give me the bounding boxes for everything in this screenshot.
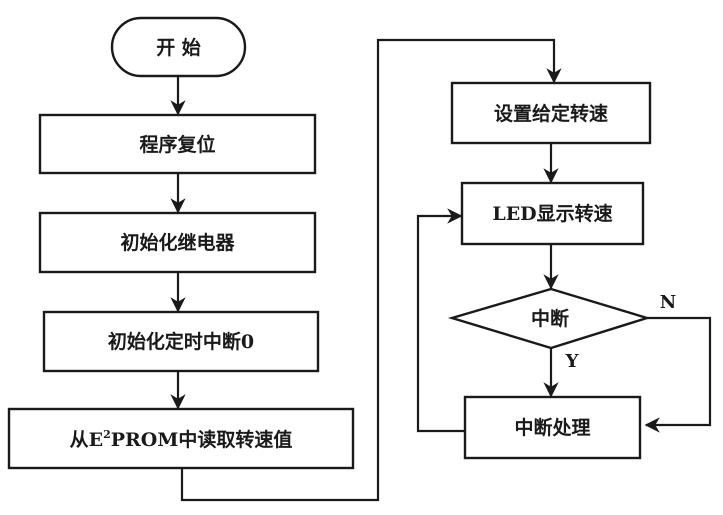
process-shape xyxy=(42,310,320,373)
node-label: 中断处理 xyxy=(514,416,590,439)
process-shape xyxy=(7,407,355,470)
node-reset: 程序复位 xyxy=(38,113,317,175)
edge-label-no: N xyxy=(660,292,676,313)
node-read-eeprom: 从E2PROM中读取转速值 xyxy=(7,407,355,470)
edge-read-eeprom-to-set-speed xyxy=(180,38,562,502)
node-start: 开 始 xyxy=(110,16,247,78)
label-suffix: PROM中读取转速值 xyxy=(111,428,293,451)
process-shape xyxy=(450,81,652,145)
node-init-timer: 初始化定时中断0 xyxy=(42,310,320,373)
node-label: 程序复位 xyxy=(139,133,215,156)
edge-handle-to-led xyxy=(416,208,465,433)
edge-label-yes: Y xyxy=(565,351,580,372)
process-shape xyxy=(38,211,317,274)
node-interrupt-handle: 中断处理 xyxy=(463,395,642,460)
node-label: 初始化继电器 xyxy=(120,231,235,254)
node-init-relay: 初始化继电器 xyxy=(38,211,317,274)
label-prefix: 从E xyxy=(70,429,103,451)
process-shape xyxy=(38,113,317,175)
node-label: 从E2PROM中读取转速值 xyxy=(70,428,293,451)
node-led-display: LED显示转速 xyxy=(460,181,645,246)
node-label: LED显示转速 xyxy=(492,202,612,225)
decision-shape xyxy=(447,287,652,350)
label-superscript: 2 xyxy=(103,428,111,441)
edge-decision-no xyxy=(644,316,712,433)
node-label: 中断 xyxy=(531,307,569,330)
terminal-shape xyxy=(110,16,247,78)
node-set-speed: 设置给定转速 xyxy=(450,81,652,145)
process-shape xyxy=(463,395,642,460)
node-label: 初始化定时中断0 xyxy=(108,330,254,353)
process-shape xyxy=(460,181,645,246)
node-label: 设置给定转速 xyxy=(494,102,608,125)
node-label: 开 始 xyxy=(156,36,201,59)
node-interrupt-check: 中断 xyxy=(447,287,652,350)
edges xyxy=(170,38,712,502)
